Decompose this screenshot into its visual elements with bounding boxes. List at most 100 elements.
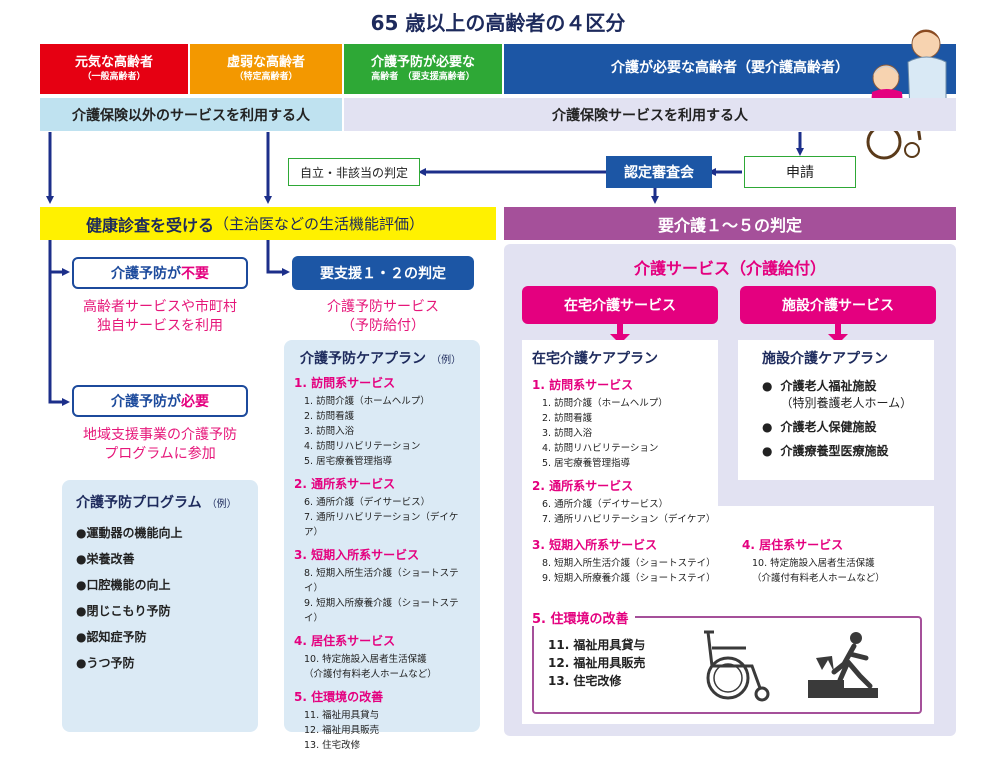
service-item: 4. 訪問リハビリテーション	[304, 441, 421, 452]
jiritsu-judgement-box: 自立・非該当の判定	[288, 158, 420, 186]
program-item: ●閉じこもり予防	[76, 604, 171, 618]
bullet-icon: ●	[762, 444, 773, 458]
service-item: 9. 短期入所療養介護（ショートステイ）	[542, 573, 716, 584]
prevention-plan-section: 1. 訪問系サービス 1. 訪問介護（ホームヘルプ） 2. 訪問看護 3. 訪問…	[294, 374, 470, 469]
section-heading: 2. 通所系サービス	[532, 479, 634, 493]
service-item: 9. 短期入所療養介護（ショートステイ）	[304, 598, 459, 624]
prevention-unneeded-desc-1: 高齢者サービスや市町村	[83, 299, 237, 315]
prevention-program-ex: （例）	[206, 499, 237, 510]
prevention-unneeded-label: 介護予防が	[111, 266, 181, 282]
prevention-unneeded-desc-2: 独自サービスを利用	[97, 317, 223, 334]
facility-item: 介護療養型医療施設	[780, 444, 889, 458]
prevention-care-plan-panel: 介護予防ケアプラン （例） 1. 訪問系サービス 1. 訪問介護（ホームヘルプ）…	[284, 340, 480, 751]
prevention-plan-section: 2. 通所系サービス 6. 通所介護（デイサービス） 7. 通所リハビリテーショ…	[294, 475, 470, 540]
section-heading: 1. 訪問系サービス	[532, 378, 634, 392]
category-genki: 元気な高齢者 （一般高齢者）	[40, 44, 188, 94]
service-item: 4. 訪問リハビリテーション	[542, 443, 659, 454]
service-item: 8. 短期入所生活介護（ショートステイ）	[542, 558, 716, 569]
home-care-service-button: 在宅介護サービス	[522, 286, 718, 324]
step-hazard-icon	[808, 632, 878, 698]
program-item: ●認知症予防	[76, 630, 147, 644]
home-care-plan-residential: 4. 居住系サービス 10. 特定施設入居者生活保護 （介護付有料老人ホームなど…	[742, 536, 932, 586]
category-yoshien-label: 介護予防が必要な	[370, 55, 475, 71]
prevention-unneeded-emph: 不要	[181, 266, 209, 282]
prevention-service-label-1: 介護予防サービス	[327, 299, 439, 315]
prevention-care-plan-ex: （例）	[431, 355, 462, 366]
prevention-program-panel: 介護予防プログラム （例） ●運動器の機能向上 ●栄養改善 ●口腔機能の向上 ●…	[62, 480, 258, 732]
prevention-needed-desc: 地域支援事業の介護予防 プログラムに参加	[60, 426, 260, 464]
section-heading: 3. 短期入所系サービス	[294, 548, 420, 562]
category-genki-label: 元気な高齢者	[74, 55, 153, 71]
category-genki-sub: （一般高齢者）	[82, 71, 146, 82]
facility-care-plan-card	[738, 340, 934, 480]
section-heading: 4. 居住系サービス	[742, 538, 844, 552]
prevention-program-title: 介護予防プログラム	[76, 495, 202, 511]
living-environment-heading: 5. 住環境の改善	[532, 608, 635, 627]
service-item: 2. 訪問看護	[542, 413, 593, 424]
yokaigo-judgement-band: 要介護１～５の判定	[504, 207, 956, 240]
section-heading: 5. 住環境の改善	[294, 690, 384, 704]
service-item: 6. 通所介護（デイサービス）	[304, 497, 431, 508]
page-title: 65 歳以上の高齢者の４区分	[370, 10, 626, 35]
home-care-plan-card-top	[522, 340, 718, 510]
service-item: 7. 通所リハビリテーション（デイケア）	[304, 512, 459, 538]
prevention-needed-label: 介護予防が	[111, 394, 181, 410]
program-item: ●うつ予防	[76, 656, 135, 670]
prevention-needed-desc-2: プログラムに参加	[104, 445, 216, 462]
prevention-service-label-2: （予防給付）	[341, 317, 425, 334]
category-yokaigo-label: 介護が必要な高齢者（要介護高齢者）	[611, 60, 849, 77]
living-item: 11. 福祉用具貸与	[548, 638, 646, 652]
prevention-unneeded-desc: 高齢者サービスや市町村 独自サービスを利用	[60, 298, 260, 336]
yoshien-judgement-box: 要支援１・２の判定	[292, 256, 474, 290]
living-item: 13. 住宅改修	[548, 674, 622, 688]
program-item: ●運動器の機能向上	[76, 526, 183, 540]
facility-care-plan: 施設介護ケアプラン ● 介護老人福祉施設 （特別養護老人ホーム） ● 介護老人保…	[762, 348, 932, 460]
care-service-title: 介護サービス（介護給付）	[633, 259, 826, 278]
nintei-committee-box: 認定審査会	[606, 156, 712, 188]
service-item: 5. 居宅療養管理指導	[304, 456, 393, 467]
service-item: 13. 住宅改修	[304, 740, 361, 751]
service-item: 5. 居宅療養管理指導	[542, 458, 631, 469]
home-care-plan-title: 在宅介護ケアプラン	[532, 351, 658, 367]
category-yoshien-sub: 高齢者 （要支援高齢者）	[371, 71, 475, 82]
health-check-note: （主治医などの生活機能評価）	[214, 215, 425, 233]
service-item: （介護付有料老人ホームなど）	[752, 573, 885, 584]
facility-care-service-button: 施設介護サービス	[740, 286, 936, 324]
service-item: 10. 特定施設入居者生活保護	[752, 558, 875, 569]
facility-care-plan-title: 施設介護ケアプラン	[762, 351, 888, 367]
service-item: （介護付有料老人ホームなど）	[304, 669, 437, 680]
facility-item: 介護老人福祉施設	[780, 379, 877, 393]
section-heading: 3. 短期入所系サービス	[532, 538, 658, 552]
facility-item: 介護老人保健施設	[780, 420, 877, 434]
living-environment-box: 11. 福祉用具貸与 12. 福祉用具販売 13. 住宅改修	[532, 616, 922, 714]
service-item: 11. 福祉用具貸与	[304, 710, 380, 721]
wheelchair-icon	[704, 630, 770, 702]
section-heading: 4. 居住系サービス	[294, 634, 396, 648]
prevention-service-label: 介護予防サービス （予防給付）	[288, 298, 478, 336]
prevention-needed-desc-1: 地域支援事業の介護予防	[83, 427, 237, 443]
prevention-plan-section: 3. 短期入所系サービス 8. 短期入所生活介護（ショートステイ） 9. 短期入…	[294, 546, 470, 626]
band-insurance: 介護保険サービスを利用する人	[344, 98, 956, 131]
program-item: ●口腔機能の向上	[76, 578, 171, 592]
prevention-care-plan-title: 介護予防ケアプラン	[300, 351, 426, 367]
category-kyojaku: 虚弱な高齢者 （特定高齢者）	[190, 44, 342, 94]
service-item: 12. 福祉用具販売	[304, 725, 380, 736]
health-check-band: 健康診査を受ける （主治医などの生活機能評価）	[40, 207, 496, 240]
section-heading: 1. 訪問系サービス	[294, 376, 396, 390]
category-kyojaku-sub: （特定高齢者）	[234, 71, 298, 82]
health-check-label: 健康診査を受ける	[86, 215, 215, 235]
service-item: 3. 訪問入浴	[304, 426, 355, 437]
category-kyojaku-label: 虚弱な高齢者	[226, 55, 305, 71]
living-item: 12. 福祉用具販売	[548, 656, 646, 670]
service-item: 3. 訪問入浴	[542, 428, 593, 439]
service-item: 2. 訪問看護	[304, 411, 355, 422]
service-item: 6. 通所介護（デイサービス）	[542, 499, 669, 510]
facility-item-note: （特別養護老人ホーム）	[780, 396, 913, 410]
category-yoshien: 介護予防が必要な 高齢者 （要支援高齢者）	[344, 44, 502, 94]
band-non-insurance: 介護保険以外のサービスを利用する人	[40, 98, 342, 131]
home-care-plan: 在宅介護ケアプラン 1. 訪問系サービス 1. 訪問介護（ホームヘルプ） 2. …	[532, 348, 718, 527]
service-item: 8. 短期入所生活介護（ショートステイ）	[304, 568, 459, 594]
bullet-icon: ●	[762, 379, 773, 393]
